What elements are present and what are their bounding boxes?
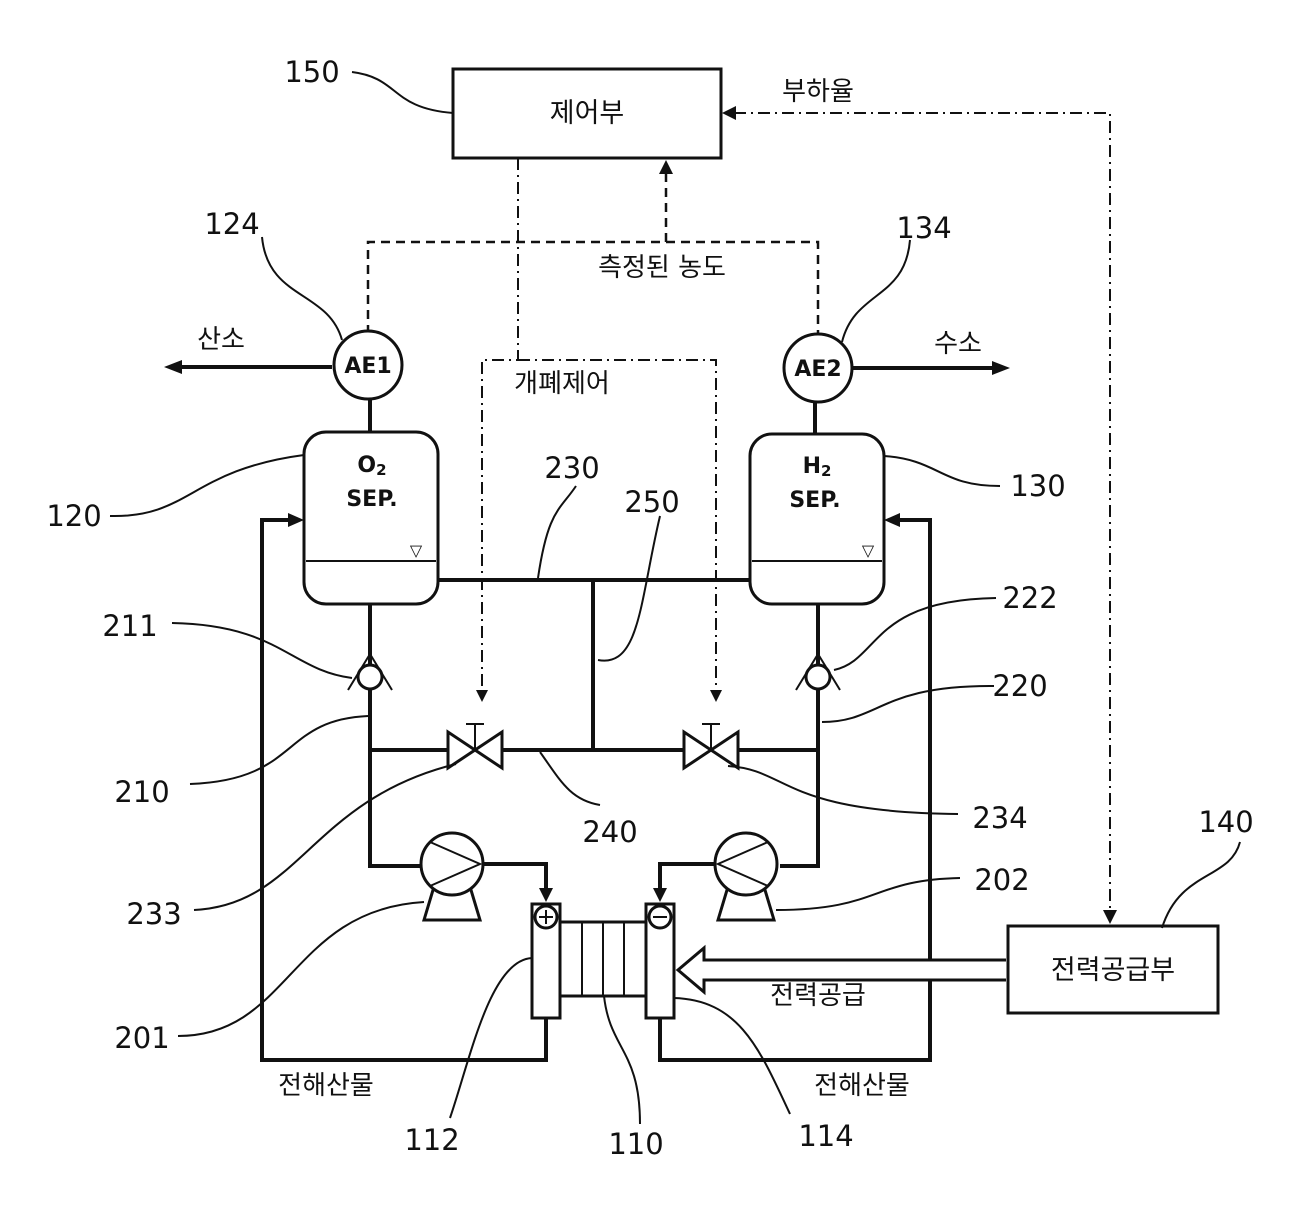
load-rate-arrow-head-top: [722, 106, 736, 120]
ref-201: 201: [114, 1021, 169, 1055]
leader-110: [604, 996, 640, 1124]
electrolyzer-stack-110: [560, 922, 646, 996]
ref-234: 234: [972, 801, 1027, 835]
ref-211: 211: [102, 609, 157, 643]
ref-250: 250: [624, 485, 679, 519]
leader-124: [262, 237, 342, 340]
leader-114: [674, 998, 790, 1114]
measured-concentration-arrow-head: [659, 160, 673, 174]
pump-202: [715, 833, 777, 920]
left-circulation-line: [370, 604, 420, 866]
open-close-control-label: 개폐제어: [514, 369, 610, 399]
ref-124: 124: [204, 207, 259, 241]
o2-separator-label-2: SEP.: [346, 487, 397, 512]
ref-140: 140: [1198, 805, 1253, 839]
leader-201: [178, 902, 424, 1036]
leader-233: [194, 764, 456, 910]
leader-250: [598, 516, 660, 661]
right-circulation-line: [780, 604, 818, 866]
open-close-arrow-left: [476, 690, 488, 702]
ref-233: 233: [126, 897, 181, 931]
minus-terminal-icon: [649, 906, 671, 928]
plus-terminal-icon: [535, 906, 557, 928]
leader-130: [884, 456, 1000, 486]
controller-label: 제어부: [550, 98, 625, 129]
o2-level-mark: ▽: [410, 541, 423, 560]
valve-234: [684, 724, 738, 768]
leader-220: [822, 686, 994, 722]
open-close-control-right: [518, 360, 716, 690]
leader-150: [352, 72, 453, 113]
power-supply-flow-label: 전력공급: [770, 981, 866, 1011]
leader-134: [842, 240, 910, 342]
hydrogen-outlet-arrow: [992, 361, 1010, 375]
pump-202-outlet-arrow: [653, 888, 667, 902]
ref-114: 114: [798, 1119, 853, 1153]
ref-112: 112: [404, 1123, 459, 1157]
leader-120: [110, 455, 304, 516]
leader-112: [450, 958, 532, 1118]
right-return-arrow: [884, 513, 900, 527]
ref-134: 134: [896, 211, 951, 245]
left-return-arrow: [288, 513, 304, 527]
pump-201: [421, 833, 483, 920]
sensor-1-label: AE1: [344, 354, 391, 379]
oxygen-label: 산소: [197, 325, 245, 355]
ref-240: 240: [582, 815, 637, 849]
leader-222: [834, 598, 996, 670]
electrolyte-right-label: 전해산물: [814, 1071, 910, 1101]
ref-150: 150: [284, 55, 339, 89]
ref-130: 130: [1010, 469, 1065, 503]
h2-level-mark: ▽: [862, 541, 875, 560]
leader-202: [776, 878, 960, 910]
ref-210: 210: [114, 775, 169, 809]
load-rate-label: 부하율: [782, 77, 854, 107]
leader-240: [540, 752, 600, 805]
leader-210: [190, 716, 368, 784]
ref-222: 222: [1002, 581, 1057, 615]
open-close-arrow-right: [710, 690, 722, 702]
valve-233: [448, 724, 502, 768]
pump-202-outlet: [660, 864, 715, 890]
oxygen-outlet-arrow: [164, 360, 182, 374]
ref-202: 202: [974, 863, 1029, 897]
sensor-2-label: AE2: [794, 357, 841, 382]
hydrogen-label: 수소: [934, 329, 982, 359]
h2-separator-label-2: SEP.: [789, 488, 840, 513]
open-close-control-line: [482, 158, 518, 690]
ref-110: 110: [608, 1127, 663, 1161]
leader-140: [1162, 842, 1240, 928]
measured-concentration-label: 측정된 농도: [598, 253, 726, 283]
pump-201-outlet: [483, 864, 546, 890]
ref-220: 220: [992, 669, 1047, 703]
leader-230: [538, 486, 576, 578]
leader-234: [728, 766, 958, 814]
power-supply-label: 전력공급부: [1051, 955, 1175, 986]
electrolyte-left-label: 전해산물: [278, 1071, 374, 1101]
ref-230: 230: [544, 451, 599, 485]
ref-120: 120: [46, 499, 101, 533]
measured-concentration-line: [368, 242, 818, 334]
load-rate-arrow-head-bottom: [1103, 910, 1117, 924]
pump-201-outlet-arrow: [539, 888, 553, 902]
